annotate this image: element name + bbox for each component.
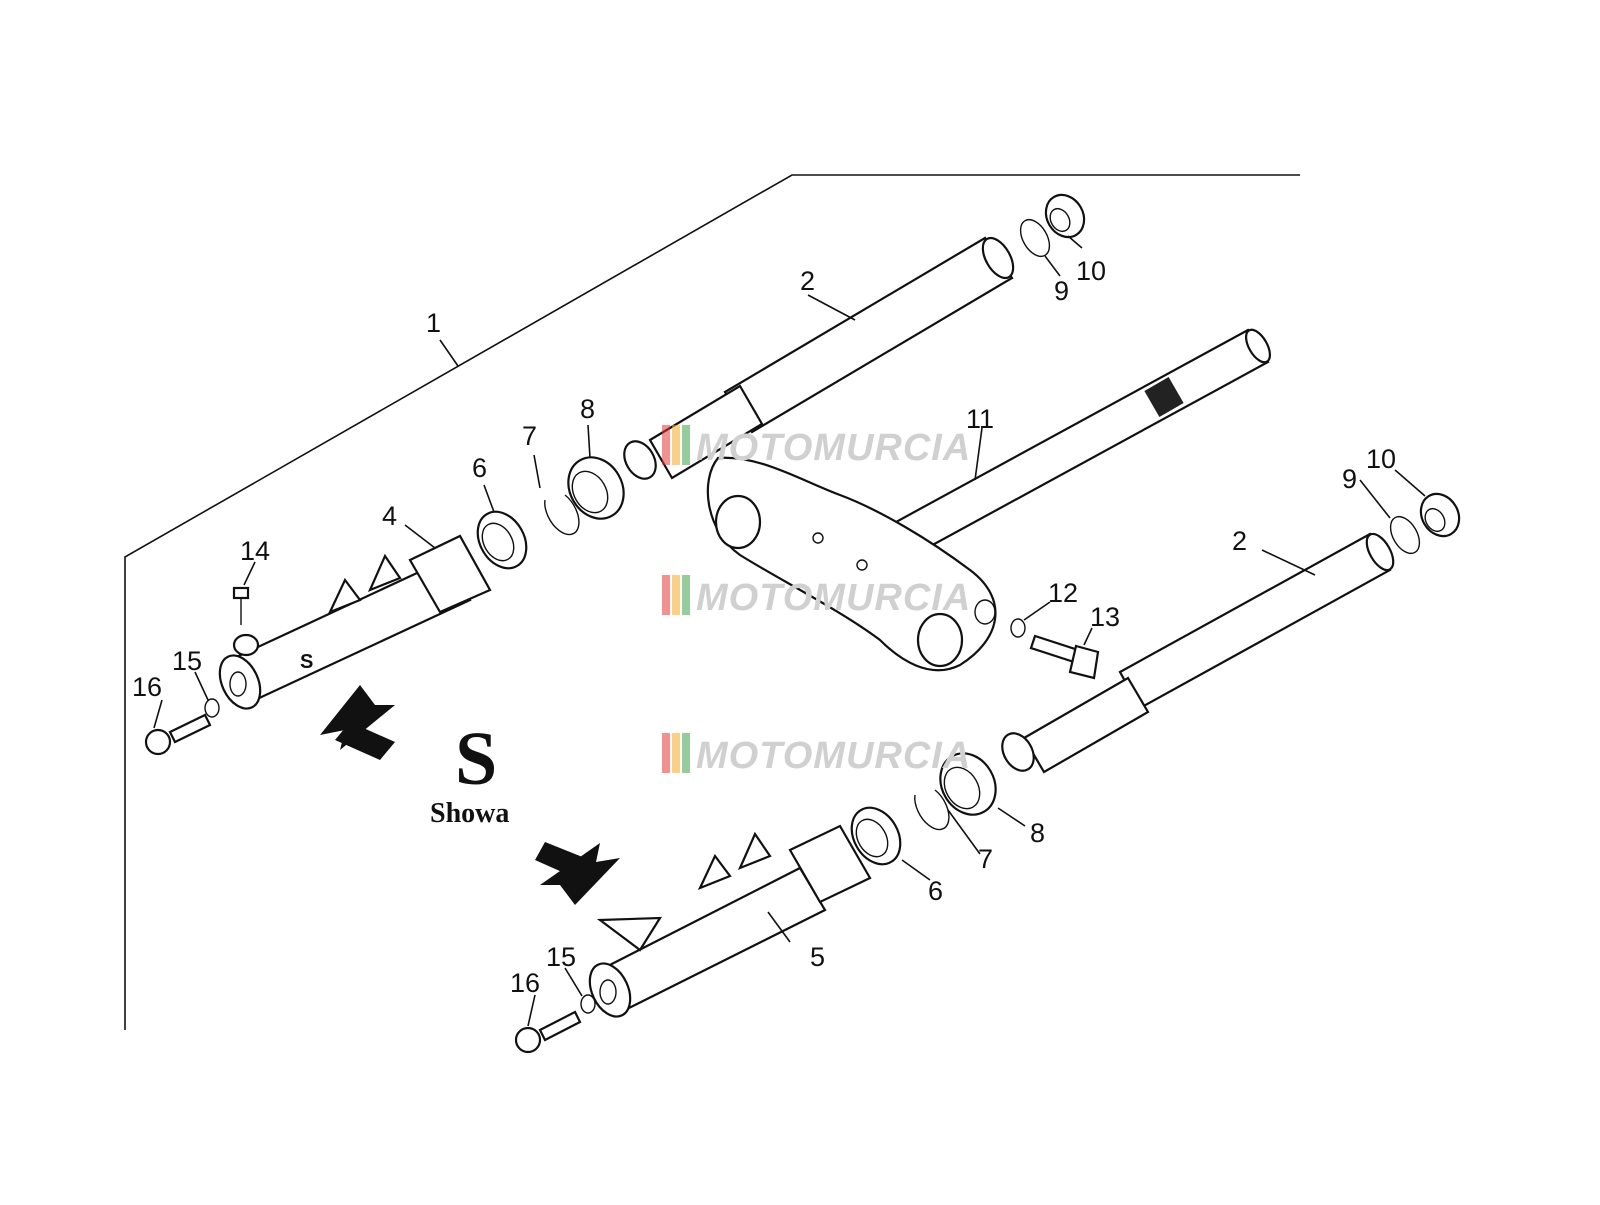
callout-6-lower: 6 xyxy=(928,876,943,906)
callout-1: 1 xyxy=(426,308,441,338)
callout-13: 13 xyxy=(1090,602,1120,632)
callout-5: 5 xyxy=(810,942,825,972)
watermark-text: MOTOMURCIA xyxy=(696,427,971,469)
callout-8-lower: 8 xyxy=(1030,818,1045,848)
clamp-bolt-13 xyxy=(1029,634,1100,680)
callout-16-right: 16 xyxy=(510,968,540,998)
legend-label: Showa xyxy=(430,798,509,829)
fork-slider-4: S xyxy=(218,534,492,710)
bleed-screw-14 xyxy=(232,586,260,657)
arrow-down-right-icon xyxy=(535,842,620,905)
watermark-text: MOTOMURCIA xyxy=(696,735,971,777)
callout-6-upper: 6 xyxy=(472,453,487,483)
callout-2-upper: 2 xyxy=(800,266,815,296)
axle-bolt-16-right xyxy=(514,1010,582,1054)
fork-cap-10-top xyxy=(1044,193,1086,239)
watermark-text: MOTOMURCIA xyxy=(696,577,971,619)
o-ring-9-top xyxy=(1019,218,1051,258)
callout-10-lower: 10 xyxy=(1366,444,1396,474)
watermark-logo: MOTOMURCIA xyxy=(662,575,971,619)
fork-cap-10-lower xyxy=(1419,492,1461,538)
callout-8-upper: 8 xyxy=(580,394,595,424)
assembly-bracket xyxy=(124,174,1300,1030)
circlip-7-top xyxy=(544,494,580,536)
oil-seal-6-lower xyxy=(850,806,902,866)
callout-7-lower: 7 xyxy=(978,844,993,874)
callout-16-left: 16 xyxy=(132,672,162,702)
lower-triple-clamp xyxy=(706,456,997,672)
dust-seal-8-lower xyxy=(939,752,997,816)
fork-slider-5 xyxy=(588,824,872,1018)
legend-letter: S xyxy=(455,717,497,801)
callout-15-right: 15 xyxy=(546,942,576,972)
circlip-7-lower xyxy=(914,789,950,831)
washer-15-left xyxy=(204,698,220,718)
arrow-up-left-icon xyxy=(320,685,395,760)
axle-bolt-16-left xyxy=(144,713,212,756)
callout-12: 12 xyxy=(1048,578,1078,608)
callout-9-lower: 9 xyxy=(1342,464,1357,494)
callout-15-left: 15 xyxy=(172,646,202,676)
callout-4: 4 xyxy=(382,501,397,531)
callout-2-lower: 2 xyxy=(1232,526,1247,556)
washer-15-right xyxy=(580,994,596,1014)
o-ring-9-lower xyxy=(1389,515,1421,555)
leader-lines xyxy=(153,235,1426,1027)
watermark-logo: MOTOMURCIA xyxy=(662,733,971,777)
dust-seal-8-top xyxy=(567,456,625,520)
watermark-logo: MOTOMURCIA xyxy=(662,425,971,469)
callout-7-upper: 7 xyxy=(522,421,537,451)
callout-9-upper: 9 xyxy=(1054,276,1069,306)
callout-14: 14 xyxy=(240,536,270,566)
callout-11: 11 xyxy=(966,404,994,434)
oil-seal-6-top xyxy=(476,510,528,570)
callout-10-upper: 10 xyxy=(1076,256,1106,286)
fork-tube-right xyxy=(1001,532,1395,774)
washer-12 xyxy=(1010,618,1026,638)
slider-mark: S xyxy=(300,651,313,673)
